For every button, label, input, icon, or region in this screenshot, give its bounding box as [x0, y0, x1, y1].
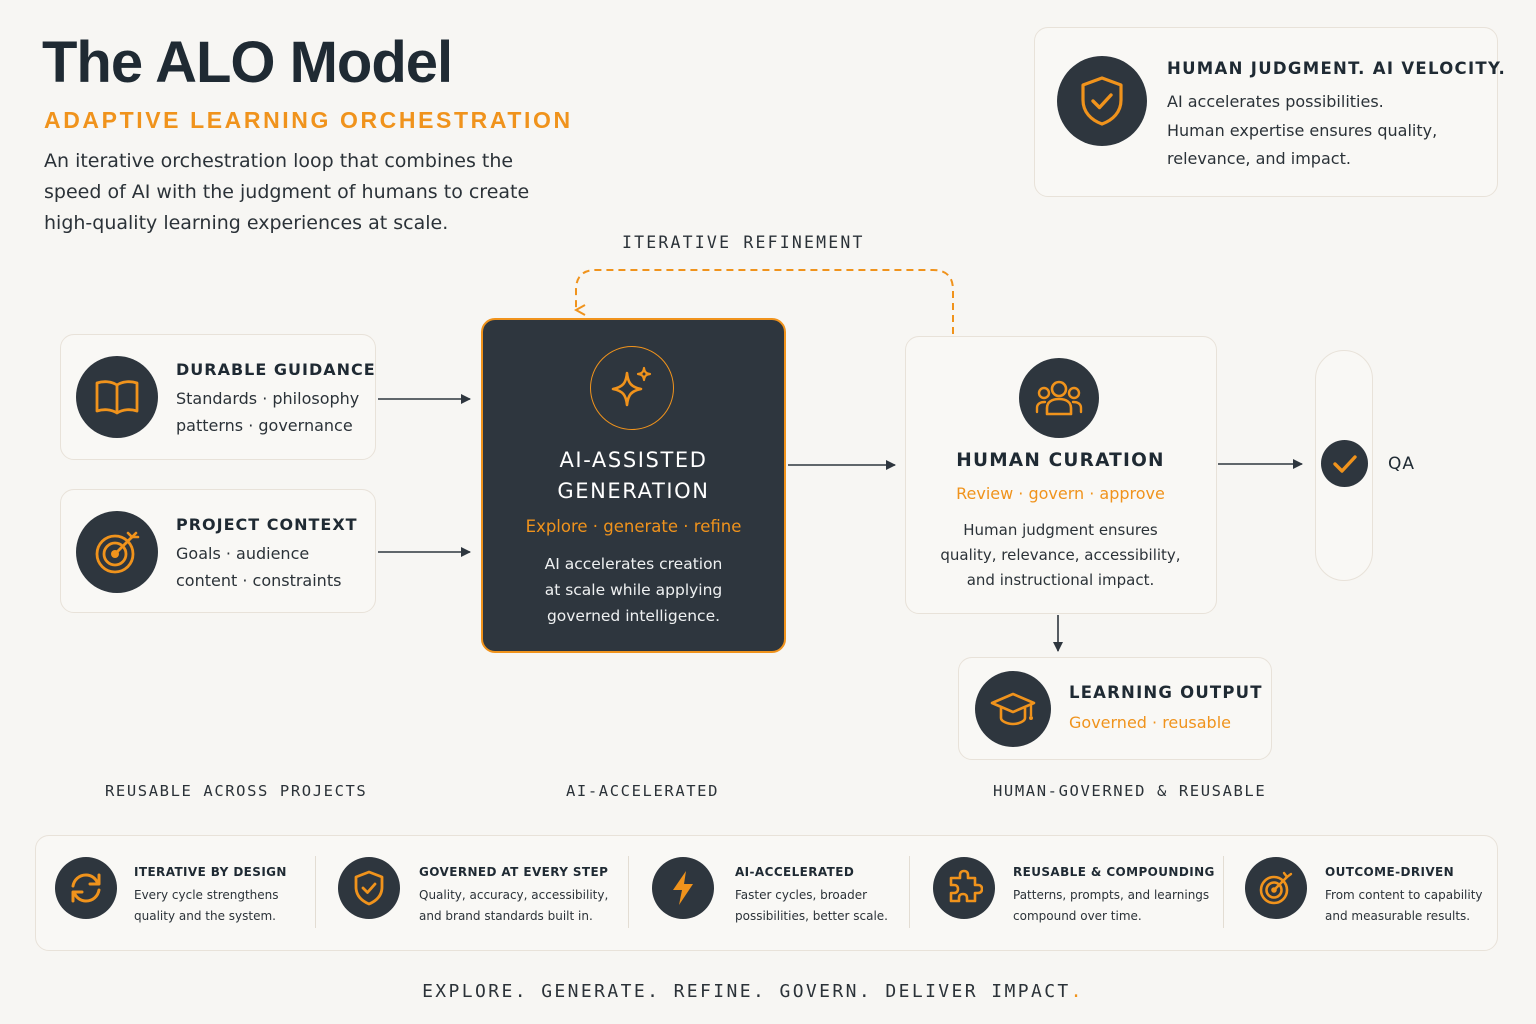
learning-output-card: LEARNING OUTPUT Governed · reusable [958, 657, 1272, 760]
book-icon [76, 356, 158, 438]
curation-body-line-1: Human judgment ensures [963, 521, 1158, 539]
feature-title-5: OUTCOME-DRIVEN [1325, 865, 1455, 879]
page-title: The ALO Model [42, 30, 453, 95]
project-context-card: PROJECT CONTEXT Goals · audience content… [60, 489, 376, 613]
refresh-icon [55, 857, 117, 919]
feature-line-4a: Patterns, prompts, and learnings [1013, 888, 1210, 902]
generation-heading-line-1: AI-ASSISTED [559, 448, 708, 472]
footer-slogan: EXPLORE. GENERATE. REFINE. GOVERN. DELIV… [0, 981, 1506, 1002]
project-context-heading: PROJECT CONTEXT [176, 515, 358, 534]
durable-guidance-card: DURABLE GUIDANCE Standards · philosophy … [60, 334, 376, 460]
check-icon [1321, 440, 1368, 487]
zone-label-right: HUMAN-GOVERNED & REUSABLE [993, 782, 1267, 800]
feature-title-4: REUSABLE & COMPOUNDING [1013, 865, 1215, 879]
feature-divider [628, 856, 629, 928]
curation-body-line-3: and instructional impact. [966, 571, 1155, 589]
feature-title-2: GOVERNED AT EVERY STEP [419, 865, 609, 879]
generation-body-line-2: at scale while applying [544, 581, 723, 599]
curation-body-line-2: quality, relevance, accessibility, [940, 546, 1181, 564]
principle-card: HUMAN JUDGMENT. AI VELOCITY. AI accelera… [1034, 27, 1505, 197]
feature-line-2a: Quality, accuracy, accessibility, [419, 888, 609, 902]
durable-guidance-heading: DURABLE GUIDANCE [176, 360, 376, 379]
generation-body-line-1: AI accelerates creation [544, 555, 723, 573]
iterative-refinement-loop [576, 269, 954, 334]
curation-heading: HUMAN CURATION [956, 450, 1165, 471]
human-curation-card: HUMAN CURATION Review · govern · approve… [905, 336, 1217, 614]
feature-divider [1223, 856, 1224, 928]
feature-line-2b: and brand standards built in. [419, 909, 593, 923]
principle-heading: HUMAN JUDGMENT. AI VELOCITY. [1167, 59, 1507, 78]
ai-generation-box: AI-ASSISTED GENERATION Explore · generat… [481, 318, 786, 653]
puzzle-icon [933, 857, 995, 919]
graduation-cap-icon [975, 671, 1051, 747]
feature-strip: ITERATIVE BY DESIGN Every cycle strength… [35, 835, 1498, 951]
footer-slogan-text: EXPLORE. GENERATE. REFINE. GOVERN. DELIV… [422, 981, 1071, 1002]
page-description: An iterative orchestration loop that com… [44, 150, 530, 234]
loop-label: ITERATIVE REFINEMENT [622, 233, 865, 252]
principle-line-2: Human expertise ensures quality, [1167, 121, 1438, 140]
feature-line-1a: Every cycle strengthens [134, 888, 279, 902]
footer-accent-dot: . [1070, 981, 1084, 1002]
page-subtitle: ADAPTIVE LEARNING ORCHESTRATION [44, 107, 573, 133]
project-context-line-2: content · constraints [176, 571, 342, 590]
feature-line-3a: Faster cycles, broader [735, 888, 868, 902]
feature-line-5a: From content to capability [1325, 888, 1483, 902]
shield-check-icon [1057, 56, 1147, 146]
project-context-line-1: Goals · audience [176, 544, 310, 563]
people-icon [1019, 358, 1099, 438]
zone-label-left: REUSABLE ACROSS PROJECTS [105, 782, 368, 800]
feature-title-1: ITERATIVE BY DESIGN [134, 865, 287, 879]
principle-line-1: AI accelerates possibilities. [1167, 92, 1384, 111]
principle-line-3: relevance, and impact. [1167, 149, 1351, 168]
qa-label: QA [1388, 454, 1416, 474]
generation-tagline: Explore · generate · refine [525, 517, 742, 536]
feature-line-5b: and measurable results. [1325, 909, 1471, 923]
output-heading: LEARNING OUTPUT [1069, 683, 1263, 702]
curation-tagline: Review · govern · approve [956, 484, 1165, 503]
target-icon [76, 511, 158, 593]
feature-line-3b: possibilities, better scale. [735, 909, 888, 923]
output-tagline: Governed · reusable [1069, 713, 1231, 732]
generation-body-line-3: governed intelligence. [546, 607, 721, 625]
lightning-icon [652, 857, 714, 919]
sparkles-icon [590, 346, 674, 430]
target-icon [1245, 857, 1307, 919]
feature-line-1b: quality and the system. [134, 909, 276, 923]
generation-heading-line-2: GENERATION [557, 479, 710, 503]
shield-check-icon [338, 857, 400, 919]
zone-label-middle: AI-ACCELERATED [566, 782, 720, 800]
feature-divider [909, 856, 910, 928]
feature-divider [315, 856, 316, 928]
feature-title-3: AI-ACCELERATED [735, 865, 855, 879]
durable-guidance-line-2: patterns · governance [176, 416, 353, 435]
feature-line-4b: compound over time. [1013, 909, 1142, 923]
durable-guidance-line-1: Standards · philosophy [176, 389, 360, 408]
